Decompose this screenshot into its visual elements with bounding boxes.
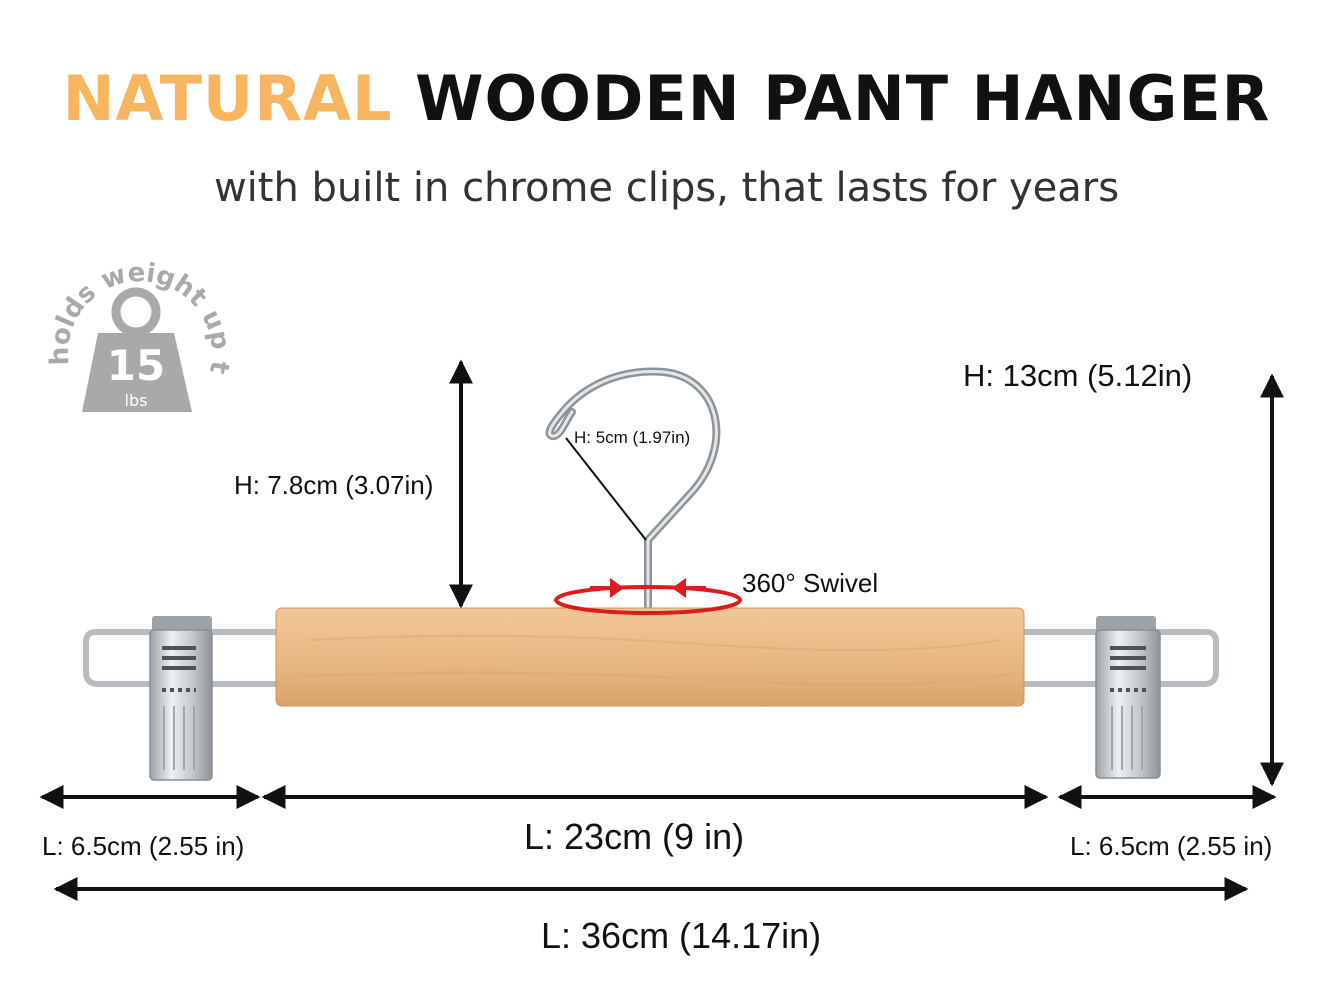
hanger [83, 367, 1219, 781]
clip-right [1095, 616, 1161, 779]
weight-icon [82, 287, 192, 412]
swivel-indicator [554, 578, 742, 615]
label-total-height: H: 13cm (5.12in) [963, 358, 1193, 393]
label-left-clip-length: L: 6.5cm (2.55 in) [42, 831, 245, 861]
product-title: NATURAL WOODEN PANT HANGER [0, 62, 1333, 135]
label-hook-body-height: H: 7.8cm (3.07in) [234, 470, 434, 500]
label-hook-height: H: 5cm (1.97in) [574, 428, 691, 447]
title-accent: NATURAL [62, 62, 393, 135]
label-right-clip-length: L: 6.5cm (2.55 in) [1070, 831, 1273, 861]
weight-badge: holds weight up to 15 lbs [0, 0, 235, 412]
chrome-rod-left [83, 629, 278, 687]
product-subtitle: with built in chrome clips, that lasts f… [213, 165, 1120, 211]
label-bar-length: L: 23cm (9 in) [524, 816, 745, 857]
chrome-rod-right [1022, 629, 1219, 687]
label-swivel: 360° Swivel [742, 568, 879, 598]
label-total-length: L: 36cm (14.17in) [541, 915, 822, 956]
wooden-bar [275, 607, 1025, 707]
clip-left [149, 616, 213, 781]
dimension-lines [39, 359, 1284, 901]
title-main: WOODEN PANT HANGER [415, 62, 1271, 135]
swivel-hook [545, 367, 721, 610]
badge-unit: lbs [125, 391, 148, 410]
badge-number: 15 [107, 341, 165, 390]
